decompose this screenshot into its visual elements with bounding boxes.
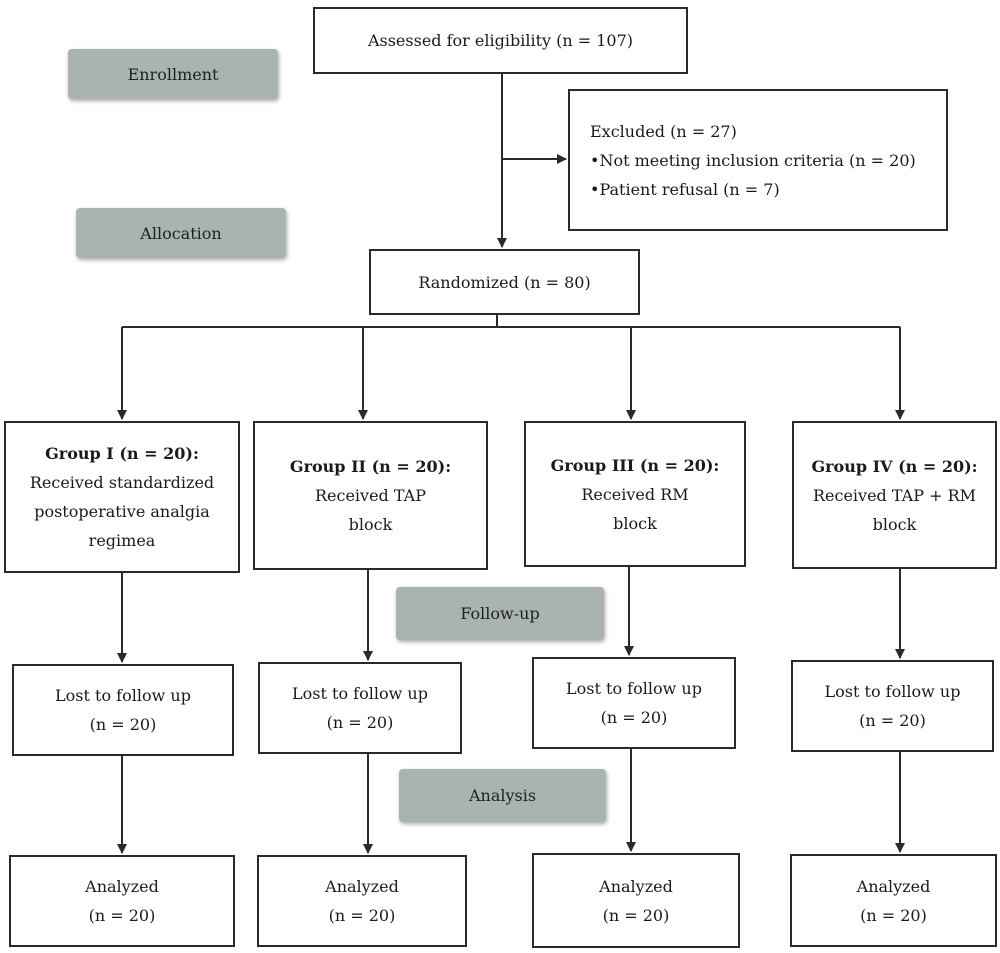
- randomized-box: Randomized (n = 80): [369, 249, 640, 315]
- group-description-line: block: [872, 514, 917, 534]
- analyzed-count: (n = 20): [860, 905, 927, 925]
- stage-label-analysis-text: Analysis: [468, 786, 537, 805]
- group-description-line: Received TAP + RM: [812, 485, 977, 505]
- assessed-text: Assessed for eligibility (n = 107): [367, 31, 634, 50]
- analyzed-count: (n = 20): [328, 906, 396, 925]
- stage-label-analysis: Analysis: [399, 769, 606, 822]
- stage-label-enrollment: Enrollment: [68, 49, 278, 99]
- analyzed-box-2: Analyzed (n = 20): [257, 855, 467, 947]
- analyzed-label: Analyzed: [599, 876, 673, 896]
- stage-label-allocation-text: Allocation: [140, 223, 222, 243]
- stage-label-followup: Follow-up: [396, 587, 604, 640]
- lost-count: (n = 20): [326, 713, 394, 732]
- assessed-box: Assessed for eligibility (n = 107): [313, 7, 688, 74]
- lost-box-4: Lost to follow up (n = 20): [791, 660, 994, 752]
- group-description-line: Received TAP: [314, 486, 426, 505]
- lost-box-3: Lost to follow up (n = 20): [532, 657, 736, 749]
- lost-label: Lost to follow up: [55, 686, 191, 705]
- analyzed-box-3: Analyzed (n = 20): [532, 853, 740, 948]
- group-box-1: Group I (n = 20): Received standardized …: [4, 421, 240, 573]
- lost-box-1: Lost to follow up (n = 20): [12, 664, 234, 756]
- lost-count: (n = 20): [859, 711, 926, 730]
- group-description-line: Received standardized: [29, 473, 215, 492]
- lost-count: (n = 20): [89, 715, 157, 734]
- stage-label-followup-text: Follow-up: [460, 604, 540, 623]
- group-box-2: Group II (n = 20): Received TAP block: [253, 421, 488, 570]
- analyzed-box-4: Analyzed (n = 20): [790, 854, 997, 947]
- analyzed-label: Analyzed: [85, 877, 159, 896]
- excluded-box: Excluded (n = 27) •Not meeting inclusion…: [568, 89, 948, 231]
- group-box-3: Group III (n = 20): Received RM block: [524, 421, 746, 567]
- group-description-line: Received RM: [581, 484, 689, 504]
- analyzed-label: Analyzed: [325, 877, 399, 896]
- group-title: Group IV (n = 20):: [811, 456, 978, 476]
- excluded-reason-1: •Not meeting inclusion criteria (n = 20): [590, 150, 916, 170]
- group-description-line: block: [348, 515, 393, 534]
- stage-label-allocation: Allocation: [76, 208, 286, 258]
- group-description-line: block: [613, 513, 657, 533]
- stage-label-enrollment-text: Enrollment: [127, 64, 219, 84]
- analyzed-count: (n = 20): [602, 905, 670, 925]
- lost-label: Lost to follow up: [824, 682, 961, 701]
- analyzed-box-1: Analyzed (n = 20): [9, 855, 235, 947]
- group-title: Group II (n = 20):: [289, 457, 452, 476]
- analyzed-count: (n = 20): [88, 906, 156, 925]
- lost-count: (n = 20): [600, 708, 668, 727]
- randomized-text: Randomized (n = 80): [418, 272, 591, 292]
- group-title: Group III (n = 20):: [550, 455, 720, 475]
- group-description-line: regimea: [88, 531, 156, 550]
- group-box-4: Group IV (n = 20): Received TAP + RM blo…: [792, 421, 997, 569]
- excluded-title: Excluded (n = 27): [590, 121, 737, 141]
- excluded-reason-2: •Patient refusal (n = 7): [590, 179, 780, 199]
- group-description-line: postoperative analgia: [34, 502, 210, 521]
- lost-label: Lost to follow up: [566, 679, 702, 698]
- analyzed-label: Analyzed: [856, 876, 931, 896]
- lost-label: Lost to follow up: [292, 684, 428, 703]
- group-title: Group I (n = 20):: [45, 444, 199, 463]
- lost-box-2: Lost to follow up (n = 20): [258, 662, 462, 754]
